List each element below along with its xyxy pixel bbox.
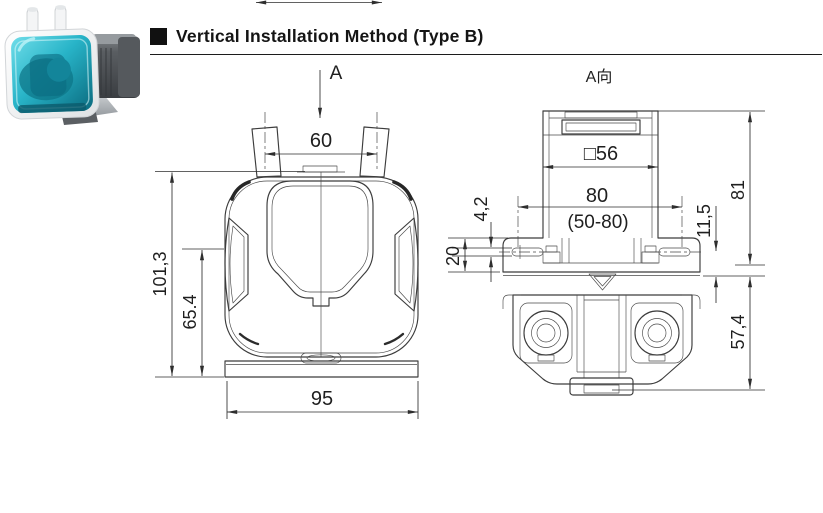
dim-slot-offset-group: 11,5: [694, 204, 719, 303]
shadow-arc-tr: [392, 180, 413, 201]
dim-mount-span: 80: [586, 185, 608, 207]
dim-flange-height: 20: [443, 246, 463, 266]
shadow-arc-bl: [238, 332, 260, 346]
dim-tube-spacing: 60: [310, 130, 332, 152]
grip-right-inner: [398, 225, 414, 304]
tube-right: [359, 126, 390, 178]
dim-slot-offset: 11,5: [694, 204, 714, 238]
section-header: Vertical Installation Method (Type B): [150, 26, 822, 55]
dim-total-height: 101,3: [150, 251, 170, 296]
body-inner-line: [228, 180, 415, 354]
motor-outline: [542, 110, 659, 239]
shadow-arc-br: [383, 332, 405, 346]
dim-motor-square: □56: [584, 143, 618, 165]
bottom-port: [300, 352, 342, 364]
top-boss: [302, 165, 338, 173]
port-left: [523, 310, 569, 362]
shadow-arc-tl: [230, 180, 251, 201]
dim-lower-height-group: 57,4: [612, 275, 765, 391]
cover-outline: [266, 180, 374, 307]
surface-mark-icon: [588, 273, 617, 291]
grip-left-inner: [229, 225, 245, 304]
dim-flange-height-group: 20: [443, 237, 508, 273]
bolt-left: [542, 245, 561, 264]
dim-base-width: 95: [311, 388, 333, 410]
tube-left: [251, 126, 282, 178]
dim-slot-width: 4,2: [471, 196, 491, 221]
dim-mount-span-group: 80 (50-80): [517, 185, 683, 250]
dim-upper-height-group: 81: [658, 110, 765, 266]
pocket-left: [519, 302, 573, 364]
port-right: [634, 310, 680, 362]
motor-3d: [90, 34, 140, 98]
pocket-right: [630, 302, 684, 364]
dim-head-height: 65.4: [180, 294, 200, 329]
dim-lower-height: 57,4: [728, 314, 748, 349]
tube-3d-right: [54, 5, 67, 37]
section-title: Vertical Installation Method (Type B): [176, 26, 484, 46]
body-outline: [224, 176, 419, 358]
dim-tube-spacing-group: 60: [264, 130, 378, 157]
dim-total-height-group: 101,3: [150, 171, 305, 378]
dim-upper-height: 81: [728, 180, 748, 200]
view-label: A向: [586, 68, 613, 86]
dim-mount-range: (50-80): [567, 212, 628, 233]
bolt-right: [641, 245, 660, 264]
section-label: A: [330, 63, 343, 84]
cover-inner-line: [271, 185, 369, 293]
mount-bracket: [499, 237, 704, 276]
dim-motor-square-group: □56: [542, 143, 659, 170]
section-marker-icon: [150, 28, 167, 45]
pump-head-3d: [4, 28, 100, 120]
base-plate: [224, 360, 419, 378]
dim-head-height-group: 65.4: [180, 248, 224, 377]
head-outline: [502, 294, 701, 396]
product-photo: [4, 5, 140, 125]
grip-right: [394, 217, 419, 312]
front-view: A: [150, 63, 419, 419]
grip-left: [224, 217, 249, 312]
dim-base-width-group: 95: [226, 381, 419, 419]
dim-slot-width-group: 4,2: [452, 196, 512, 282]
bottom-tab: [569, 371, 634, 396]
side-view: A向: [443, 68, 765, 396]
